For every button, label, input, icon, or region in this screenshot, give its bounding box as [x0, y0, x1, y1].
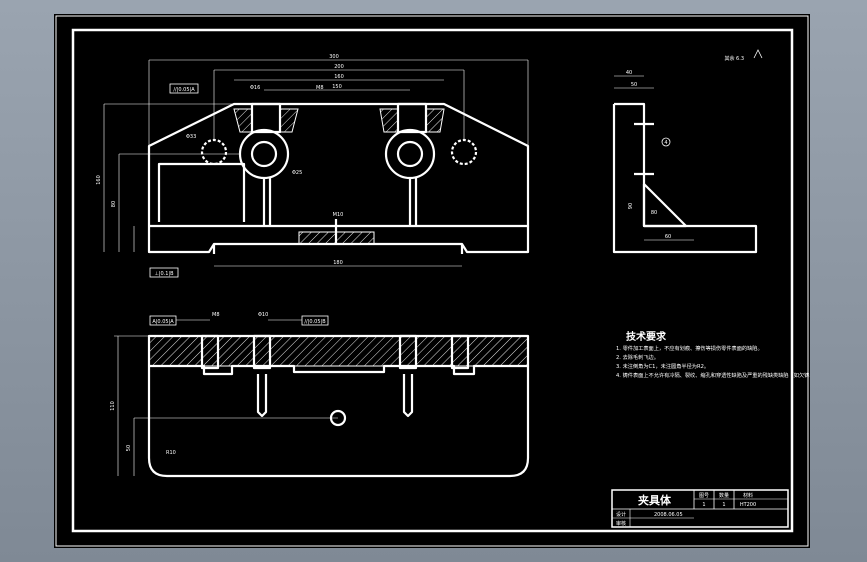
right-pin-inner — [396, 140, 424, 168]
tb-checked-by: 审核 — [616, 520, 626, 527]
tb-header-2: 数量 — [719, 492, 729, 499]
dim-left-mid: 80 — [111, 201, 117, 207]
drawing-viewport[interactable]: 300 200 160 150 160 80 180 M10 //|0.05|A… — [54, 14, 810, 548]
side-dim-top: 40 — [626, 70, 632, 76]
side-outline — [612, 102, 758, 254]
tb-date: 2008.06.05 — [654, 512, 683, 518]
left-gear — [200, 138, 228, 166]
top-hole-3 — [398, 334, 418, 370]
top-hole-1 — [200, 334, 220, 370]
tb-value-1: 1 — [702, 502, 705, 508]
tech-req-heading: 技术要求 — [626, 330, 667, 343]
side-dim-base: 60 — [665, 234, 671, 240]
top-dim-height: 110 — [110, 401, 116, 411]
top-radius: R10 — [166, 450, 176, 456]
tb-value-2: 1 — [722, 502, 725, 508]
inner-frame — [71, 28, 794, 533]
front-cavity — [157, 162, 246, 222]
top-bolt-right — [402, 374, 414, 418]
side-callout: 4 — [664, 140, 667, 146]
outer-frame — [55, 15, 809, 547]
dim-overall-top: 300 — [329, 54, 339, 60]
label-dia-33: Φ33 — [186, 134, 196, 140]
tb-value-3: HT200 — [740, 502, 756, 508]
side-dim-mid: 50 — [631, 82, 637, 88]
label-dia-16: Φ16 — [250, 85, 260, 91]
cad-drawing: 300 200 160 150 160 80 180 M10 //|0.05|A… — [55, 15, 810, 547]
top-hole-2 — [252, 334, 272, 370]
side-callout-circle — [661, 137, 671, 147]
side-view: 4 40 50 60 90 80 其余 6.3 — [612, 49, 763, 254]
dim-height: 160 — [96, 175, 102, 185]
top-tol-frame-3 — [301, 315, 329, 326]
right-pin-outer — [384, 128, 436, 180]
side-dim-height: 90 — [628, 203, 634, 209]
top-hatch-band — [148, 335, 529, 367]
right-hatch-b — [425, 108, 445, 133]
tech-req-1: 1. 零件加工表面上，不应有划痕、擦伤等损伤零件表面的缺陷。 — [616, 344, 763, 352]
dim-base: 180 — [333, 260, 343, 266]
top-dim-height2: 50 — [126, 445, 132, 451]
top-tol-1: A|0.05|A — [152, 319, 174, 325]
dim-mid: 200 — [334, 64, 344, 70]
dim-inner: 160 — [334, 74, 344, 80]
roughness: 其余 6.3 — [724, 55, 744, 62]
tol-top: //|0.05|A — [173, 87, 195, 93]
left-pin-inner — [250, 140, 278, 168]
top-outline — [147, 334, 530, 478]
right-gear — [450, 138, 478, 166]
top-step — [149, 364, 528, 376]
part-name: 夹具体 — [638, 493, 672, 507]
tol-frame-top — [169, 83, 199, 94]
label-dia-25: Φ25 — [292, 170, 302, 176]
top-tol-frame-1 — [149, 315, 177, 326]
top-dim-left: M8 — [212, 312, 220, 318]
tb-header-1: 图号 — [699, 493, 709, 499]
right-slot — [396, 102, 428, 134]
top-hole-4 — [450, 334, 470, 370]
side-dim-len: 80 — [651, 210, 657, 216]
left-hatch-b — [279, 108, 299, 133]
top-dim-mid: Φ10 — [258, 312, 268, 318]
left-slot — [250, 102, 282, 134]
tol-bottom: ⊥|0.1|B — [154, 271, 174, 277]
tech-req-3: 3. 未注倒角为C1，未注圆角半径为R2。 — [616, 362, 709, 370]
tech-req-4: 4. 铸件表面上不允许有冷隔、裂纹、缩孔和穿透性缺陷及严重的残缺类缺陷（如欠铸、… — [616, 371, 810, 379]
top-view: 110 50 R10 A|0.05|A //|0.05|B M8 Φ10 — [110, 312, 530, 478]
tb-drawn-by: 设计 — [616, 511, 626, 518]
title-block: 夹具体 图号 数量 材料 1 1 HT200 设计 审核 2008.06.05 — [611, 489, 789, 528]
right-hatch-a — [379, 108, 399, 133]
title-block-frame — [611, 489, 789, 528]
roughness-symbol — [753, 49, 763, 59]
label-m8: M8 — [316, 85, 324, 91]
tech-req-2: 2. 去除毛刺飞边。 — [616, 353, 659, 361]
dim-holes: 150 — [332, 84, 342, 90]
top-bolt-left — [256, 374, 268, 418]
top-tol-3: //|0.05|B — [304, 319, 326, 325]
front-view: 300 200 160 150 160 80 180 M10 //|0.05|A… — [96, 54, 530, 278]
technical-requirements: 技术要求 1. 零件加工表面上，不应有划痕、擦伤等损伤零件表面的缺陷。 2. 去… — [616, 330, 810, 379]
left-pin-outer — [238, 128, 290, 180]
dim-center: M10 — [333, 212, 344, 218]
tb-header-3: 材料 — [743, 492, 753, 499]
left-hatch-a — [233, 108, 253, 133]
side-rib — [642, 183, 688, 228]
tol-frame-bottom — [149, 267, 179, 278]
